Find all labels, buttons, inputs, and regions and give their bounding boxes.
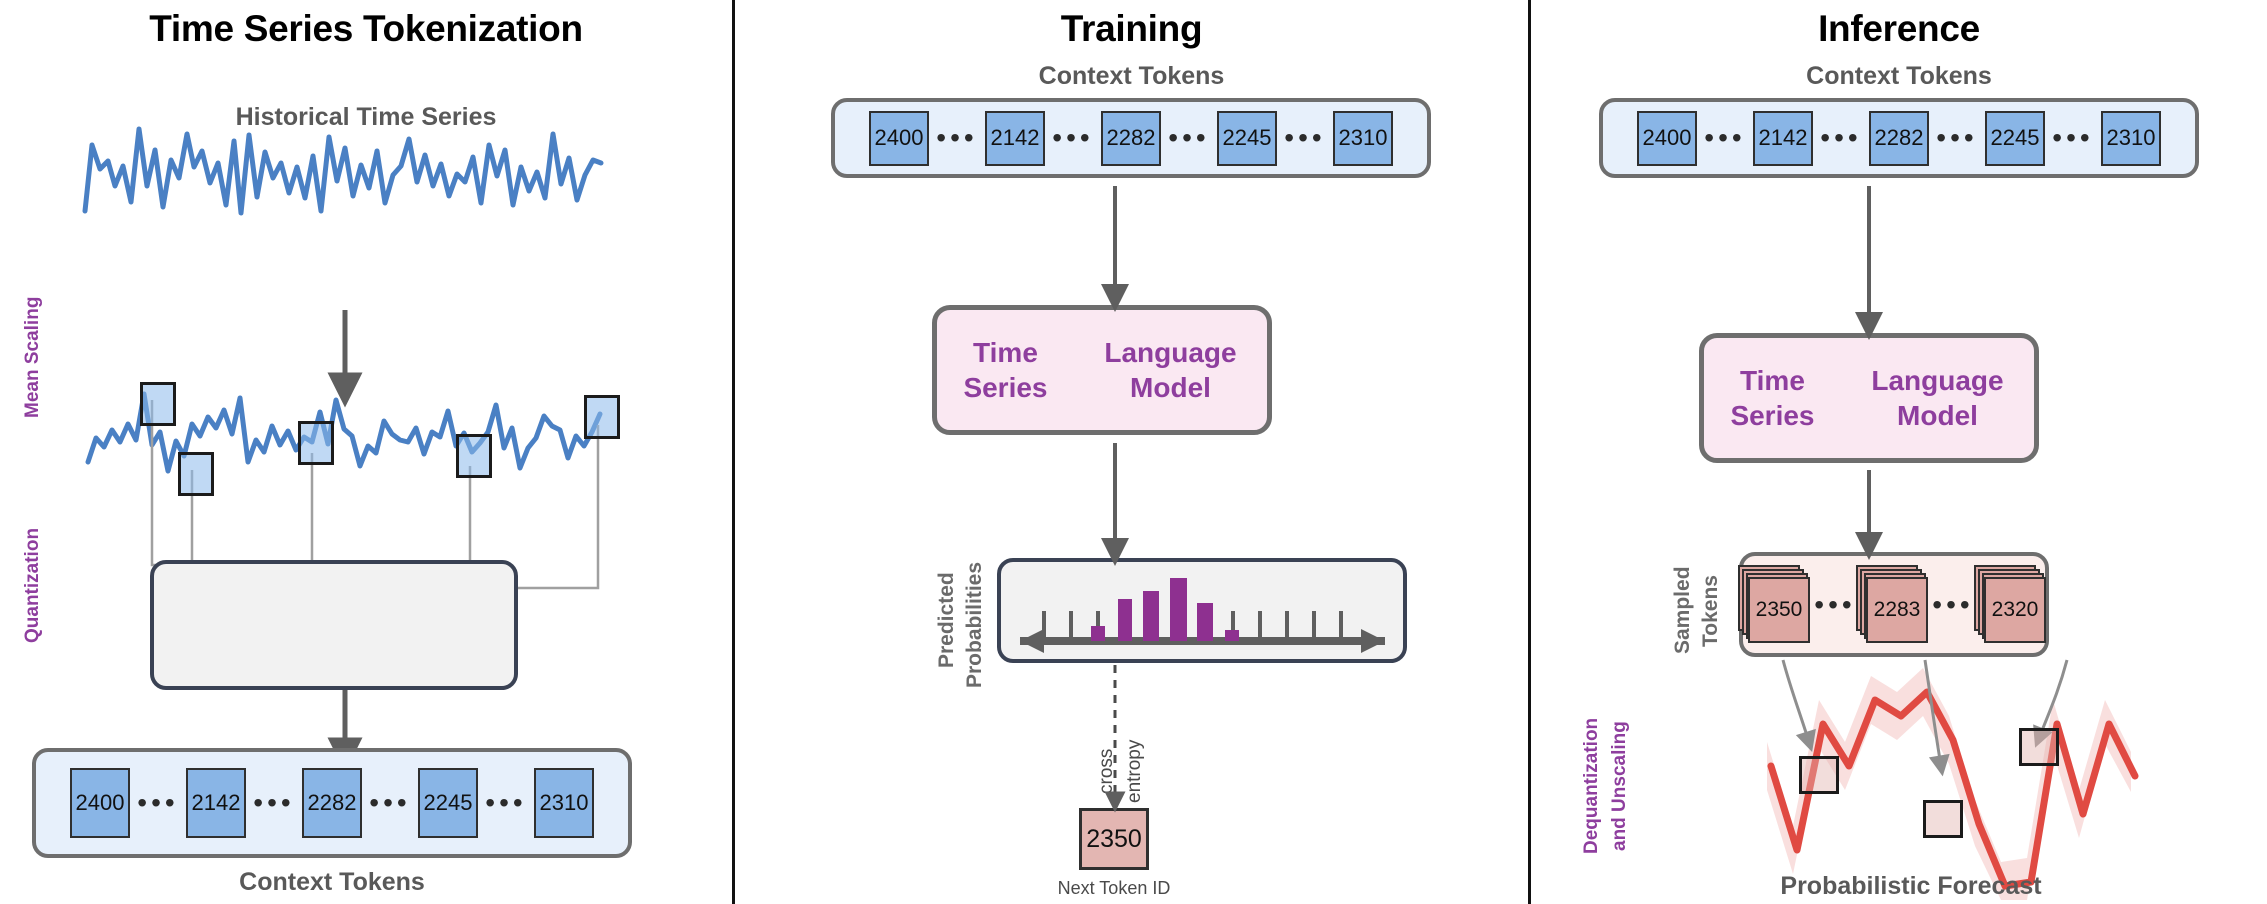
historical-series-caption: Historical Time Series — [235, 103, 497, 131]
token-box[interactable]: 2142 — [186, 768, 246, 838]
highlight-box-1 — [140, 382, 176, 426]
token-box[interactable]: 2400 — [869, 110, 929, 166]
sampled-token-stack[interactable]: 2320 — [1974, 564, 2050, 645]
sampled-token-stack[interactable]: 2350 — [1738, 564, 1814, 645]
model-box-training: Time Series Language Model — [932, 305, 1272, 435]
token-box[interactable]: 2142 — [985, 110, 1045, 166]
token-ellipsis: ••• — [137, 787, 179, 818]
panel-training: Training Context Tokens 2400 ••• 2142 ••… — [735, 0, 1528, 904]
probabilistic-forecast-line — [1767, 688, 2139, 890]
page-title-tokenization: Time Series Tokenization — [149, 8, 583, 49]
panel-divider-1 — [732, 0, 735, 904]
token-strip-inference: 2400 ••• 2142 ••• 2282 ••• 2245 ••• 2310 — [1599, 98, 2199, 178]
dequant-box-3 — [2019, 728, 2059, 766]
probability-histogram — [1020, 578, 1385, 653]
token-box[interactable]: 2310 — [1333, 110, 1393, 166]
historical-series-line — [82, 126, 604, 216]
panel-tokenization: Time Series Tokenization Historical Time… — [0, 0, 732, 904]
dequant-box-1 — [1799, 756, 1839, 794]
forecast-caption: Probabilistic Forecast — [1780, 872, 2042, 900]
context-tokens-caption-inference: Context Tokens — [1806, 62, 1992, 90]
token-ellipsis: ••• — [369, 787, 411, 818]
token-box[interactable]: 2245 — [1217, 110, 1277, 166]
model-label-line2: Language Model — [1871, 365, 2004, 431]
token-ellipsis: ••• — [485, 787, 527, 818]
mean-scaled-series-line — [85, 391, 603, 474]
token-box[interactable]: 2310 — [2101, 110, 2161, 166]
dequant-box-2 — [1923, 800, 1963, 838]
token-strip-training: 2400 ••• 2142 ••• 2282 ••• 2245 ••• 2310 — [831, 98, 1431, 178]
highlight-box-4 — [456, 434, 492, 478]
token-box[interactable]: 2310 — [534, 768, 594, 838]
token-box[interactable]: 2142 — [1753, 110, 1813, 166]
context-tokens-caption-tokenization: Context Tokens — [239, 868, 425, 896]
token-box[interactable]: 2400 — [1637, 110, 1697, 166]
model-label-line1: Time Series — [1730, 365, 1815, 431]
page-title-inference: Inference — [1818, 8, 1980, 49]
token-box[interactable]: 2245 — [418, 768, 478, 838]
sampled-token-stack[interactable]: 2283 — [1856, 564, 1932, 645]
token-box[interactable]: 2282 — [1869, 110, 1929, 166]
quantization-box — [150, 560, 518, 690]
highlight-box-2 — [178, 452, 214, 496]
inference-graphics — [1767, 186, 2139, 900]
forecast-uncertainty-band — [1767, 668, 2131, 900]
sampled-tokens-strip: 2350 ••• 2283 ••• 2320 — [1738, 552, 2050, 657]
token-ellipsis: ••• — [253, 787, 295, 818]
model-label-line2: Language Model — [1104, 337, 1237, 403]
sampled-token-box[interactable]: 2350 — [1748, 576, 1810, 643]
page-title-training: Training — [1060, 8, 1203, 49]
highlight-box-3 — [298, 421, 334, 465]
sampled-token-box[interactable]: 2320 — [1984, 576, 2046, 643]
next-token-caption: Next Token ID — [1057, 878, 1171, 898]
panel-divider-2 — [1528, 0, 1531, 904]
model-label-line1: Time Series — [963, 337, 1048, 403]
token-box[interactable]: 2400 — [70, 768, 130, 838]
token-strip-tokenization: 2400 ••• 2142 ••• 2282 ••• 2245 ••• 2310 — [32, 748, 632, 858]
panel-inference: Inference Context Tokens 2400 ••• 2142 •… — [1531, 0, 2267, 904]
context-tokens-caption-training: Context Tokens — [1038, 62, 1225, 90]
sampled-token-box[interactable]: 2283 — [1866, 576, 1928, 643]
token-box[interactable]: 2282 — [1101, 110, 1161, 166]
training-graphics — [1020, 186, 1385, 813]
token-box[interactable]: 2282 — [302, 768, 362, 838]
token-box[interactable]: 2245 — [1985, 110, 2045, 166]
highlight-box-5 — [584, 395, 620, 439]
